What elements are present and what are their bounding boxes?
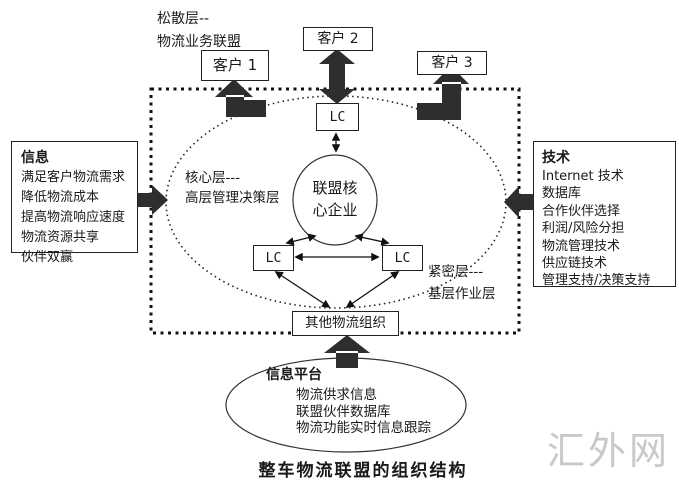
platform-item: 物流供求信息 (296, 387, 377, 403)
label-tight-layer-line2: 基层作业层 (428, 286, 496, 302)
core-enterprise-line2: 心企业 (312, 201, 358, 219)
fat-arrow-tech (504, 186, 533, 218)
tech-item: 合作伙伴选择 (542, 203, 621, 219)
customer3-box: 客户 3 (417, 51, 487, 75)
core-circle (292, 154, 378, 246)
platform-item: 物流功能实时信息跟踪 (296, 420, 431, 436)
tech-item: 供应链技术 (542, 256, 608, 272)
lc-box-right: LC (382, 245, 423, 271)
label-loose-layer-line2: 物流业务联盟 (157, 34, 241, 50)
tech-item: 利润/风险分担 (542, 221, 625, 237)
label-tight-layer-line1: 紧密层--- (428, 264, 484, 280)
fat-arrow-platform (324, 335, 370, 368)
info-item: 满足客户物流需求 (21, 170, 126, 185)
fat-arrow-customer1 (215, 79, 266, 117)
platform-title: 信息平台 (266, 367, 322, 383)
link-lc-left-org (274, 271, 331, 308)
label-core-layer-line1: 核心层--- (185, 170, 241, 186)
platform-label: 信息平台 物流供求信息 联盟伙伴数据库 物流功能实时信息跟踪 (266, 364, 431, 437)
tech-panel-list: Internet 技术 数据库 合作伙伴选择 利润/风险分担 物流管理技术 供应… (542, 168, 675, 290)
customer1-box: 客户 1 (201, 50, 269, 81)
label-core-layer-line2: 高层管理决策层 (185, 190, 280, 206)
label-loose-layer-line1: 松散层-- (157, 11, 210, 27)
tech-item: 数据库 (542, 186, 582, 202)
core-enterprise-line1: 联盟核 (312, 179, 358, 197)
other-org-box: 其他物流组织 (292, 311, 399, 336)
lc-box-top: LC (316, 103, 359, 131)
info-item: 降低物流成本 (21, 190, 100, 205)
info-item: 物流资源共享 (21, 230, 100, 245)
tech-item: Internet 技术 (542, 169, 624, 184)
fat-arrow-customer2 (319, 49, 355, 104)
platform-list: 物流供求信息 联盟伙伴数据库 物流功能实时信息跟踪 (266, 387, 431, 437)
watermark: 汇外网 (547, 429, 671, 473)
diagram-caption: 整车物流联盟的组织结构 (258, 461, 468, 481)
label-loose-layer: 松散层-- 物流业务联盟 (157, 8, 241, 54)
tech-panel: 技术 Internet 技术 数据库 合作伙伴选择 利润/风险分担 物流管理技术… (533, 141, 676, 290)
info-item: 伙伴双赢 (21, 250, 74, 265)
label-tight-layer: 紧密层--- 基层作业层 (428, 261, 496, 305)
tech-panel-title: 技术 (542, 150, 570, 166)
link-lc-right-org (345, 271, 400, 308)
fat-arrow-customer3 (417, 66, 469, 120)
lc-box-left: LC (253, 245, 294, 271)
core-enterprise-label: 联盟核 心企业 (293, 177, 377, 221)
info-panel-title: 信息 (21, 150, 49, 166)
info-item: 提高物流响应速度 (21, 210, 126, 225)
link-core-lc-left (285, 233, 317, 246)
label-core-layer: 核心层--- 高层管理决策层 (185, 168, 280, 208)
tech-item: 管理支持/决策支持 (542, 273, 651, 289)
info-panel-list: 满足客户物流需求 降低物流成本 提高物流响应速度 物流资源共享 伙伴双赢 (21, 168, 137, 268)
fat-arrow-info (137, 185, 168, 215)
link-core-lc-right (354, 233, 390, 246)
platform-item: 联盟伙伴数据库 (296, 403, 391, 420)
customer2-box: 客户 2 (303, 27, 373, 51)
tech-item: 物流管理技术 (542, 238, 621, 254)
info-panel: 信息 满足客户物流需求 降低物流成本 提高物流响应速度 物流资源共享 伙伴双赢 (11, 141, 138, 265)
thin-connectors (274, 132, 400, 308)
